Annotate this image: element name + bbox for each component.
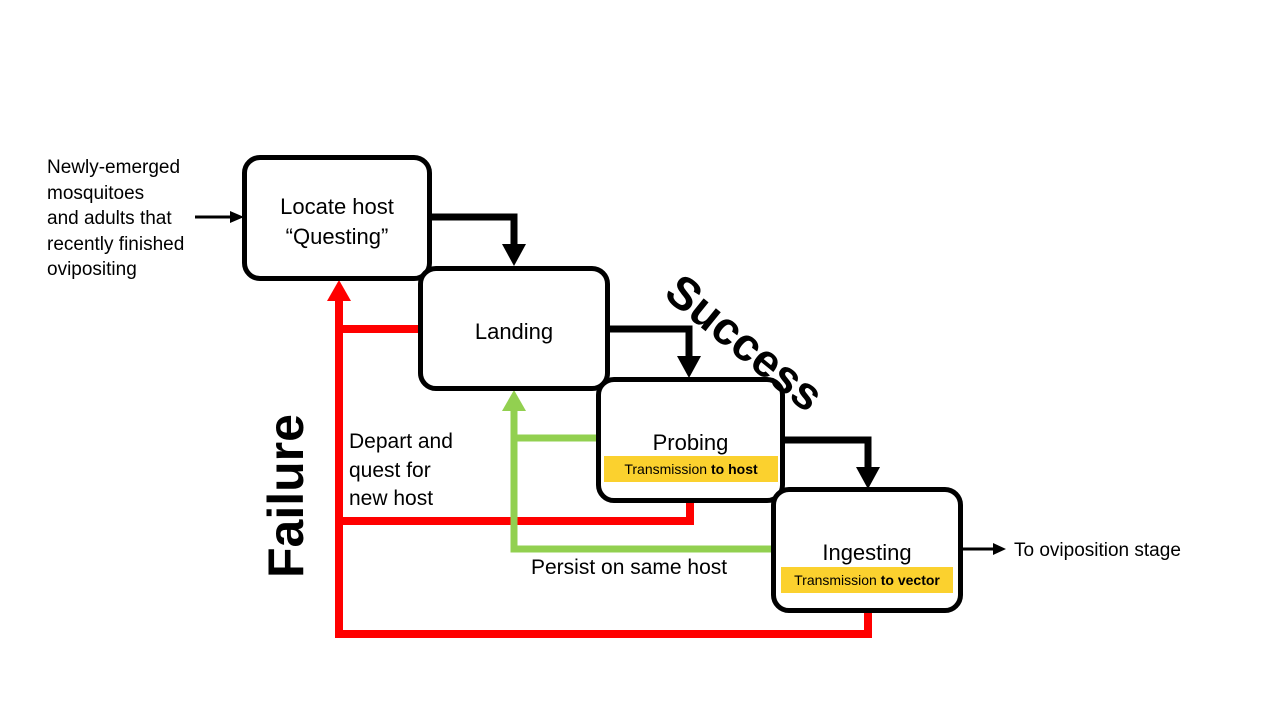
node-locate-label-2: “Questing” [285,224,389,249]
depart-line: Depart and [349,430,453,453]
persist-arrowhead [502,390,526,411]
depart-line: new host [349,487,434,510]
output-arrowhead [993,543,1006,555]
badge-prefix: Transmission [794,572,881,588]
success-arrowhead-1 [502,244,526,266]
node-probing: Probing Transmission to host [596,377,785,503]
node-probing-label: Probing [652,430,729,455]
intro-line: and adults that [47,208,172,229]
node-ingesting: Ingesting Transmission to vector [771,487,963,613]
transmission-to-vector-badge: Transmission to vector [781,567,953,593]
oviposition-text: To oviposition stage [1014,540,1181,561]
intro-line: recently finished [47,233,185,255]
depart-line: quest for [349,458,431,482]
persist-arrow-ingesting [510,407,775,553]
persist-text: Persist on same host [531,556,728,579]
node-locate-label-1: Locate host [280,194,394,219]
intro-line: ovipositing [47,259,137,280]
intro-text: Newly-emerged mosquitoes and adults that… [47,155,184,283]
intro-arrowhead [230,211,244,223]
intro-line: mosquitoes [47,182,145,204]
node-ingesting-label: Ingesting [822,540,912,565]
badge-bold: to vector [880,572,940,588]
failure-arrow-ingesting [335,296,872,638]
failure-arrow-probing [339,500,694,525]
node-landing-label: Landing [474,319,554,344]
depart-text: Depart and quest for new host [349,428,453,514]
failure-label: Failure [258,414,314,578]
intro-line: Newly-emerged [47,157,181,178]
success-arrow-2 [608,325,693,361]
success-arrow-1 [430,213,518,249]
badge-prefix: Transmission [624,461,711,477]
success-arrow-3 [783,436,872,472]
success-arrowhead-2 [677,356,701,378]
badge-bold: to host [710,461,758,477]
success-arrowhead-3 [856,467,880,489]
failure-arrowhead [327,280,351,301]
transmission-to-host-badge: Transmission to host [604,456,778,482]
node-landing: Landing [418,266,610,391]
node-locate-host: Locate host “Questing” [242,155,432,281]
